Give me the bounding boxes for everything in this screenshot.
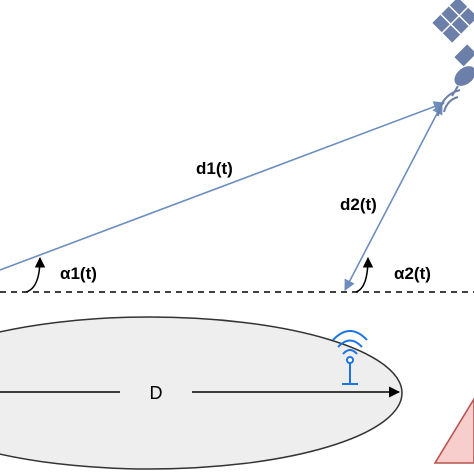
- satellite-icon: [432, 0, 474, 117]
- diameter-label: D: [150, 383, 163, 403]
- antenna-tower-icon: [332, 330, 368, 385]
- d1-label: d1(t): [196, 159, 233, 178]
- alpha2-label: α2(t): [394, 264, 431, 283]
- link-d1-line: [0, 101, 446, 271]
- link-d2-line: [344, 103, 443, 291]
- alpha1-label: α1(t): [60, 264, 97, 283]
- alpha2-angle-arc: [355, 256, 374, 293]
- coverage-area-ellipse: [0, 316, 403, 470]
- alpha1-angle-arc: [25, 256, 46, 293]
- d2-label: d2(t): [340, 195, 377, 214]
- triangle-shape: [433, 397, 474, 464]
